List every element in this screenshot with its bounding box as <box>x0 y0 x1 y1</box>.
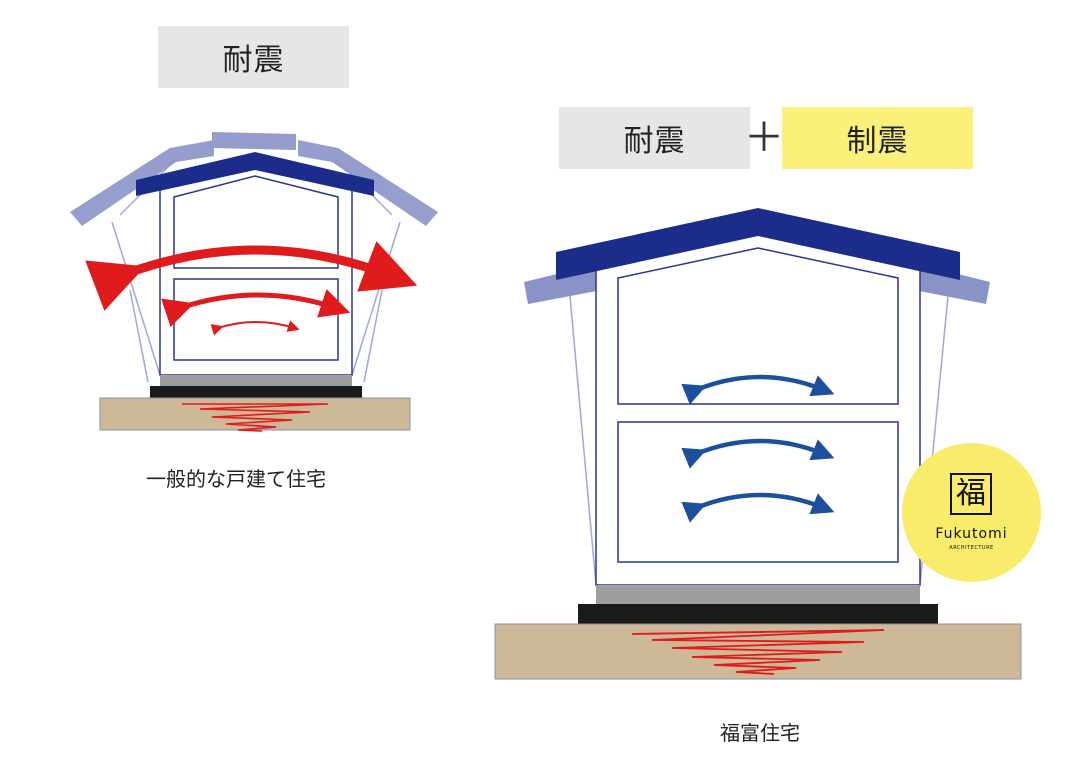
logo-mark-glyph: 福 <box>956 476 986 511</box>
left-arrow-large <box>85 241 418 311</box>
plus-sign: ＋ <box>744 115 784 161</box>
right-arrow-lower <box>681 492 835 523</box>
logo-name: Fukutomi <box>935 526 1008 542</box>
left-foundation <box>150 386 362 399</box>
right-sill <box>596 585 920 605</box>
right-label-text-seismic: 耐震 <box>623 124 686 159</box>
left-seismic-wave <box>182 403 329 432</box>
left-caption: 一般的な戸建て住宅 <box>146 467 326 491</box>
logo-subtitle: ARCHITECTURE <box>949 545 994 551</box>
fukutomi-logo: 福 Fukutomi ARCHITECTURE <box>902 443 1041 582</box>
right-house-walls <box>595 225 921 586</box>
right-label-box-seismic: 耐震 <box>559 107 750 169</box>
right-label-box-damping: 制震 <box>782 107 973 169</box>
logo-mark-frame <box>950 473 992 515</box>
right-roof <box>556 208 960 280</box>
right-house <box>494 208 1022 680</box>
left-house <box>70 132 438 432</box>
left-arrow-small <box>210 320 300 336</box>
right-arrow-upper <box>681 374 835 405</box>
right-seismic-wave <box>631 629 885 675</box>
right-arrow-middle <box>681 438 835 469</box>
right-label-text-damping: 制震 <box>846 124 909 159</box>
left-house-walls <box>159 162 353 376</box>
right-caption: 福富住宅 <box>720 721 800 745</box>
left-roof <box>136 152 374 196</box>
right-foundation <box>578 604 938 624</box>
left-label-text: 耐震 <box>222 43 285 78</box>
left-arrow-medium <box>161 289 351 327</box>
left-label-box: 耐震 <box>158 26 349 88</box>
left-sill <box>160 375 352 387</box>
